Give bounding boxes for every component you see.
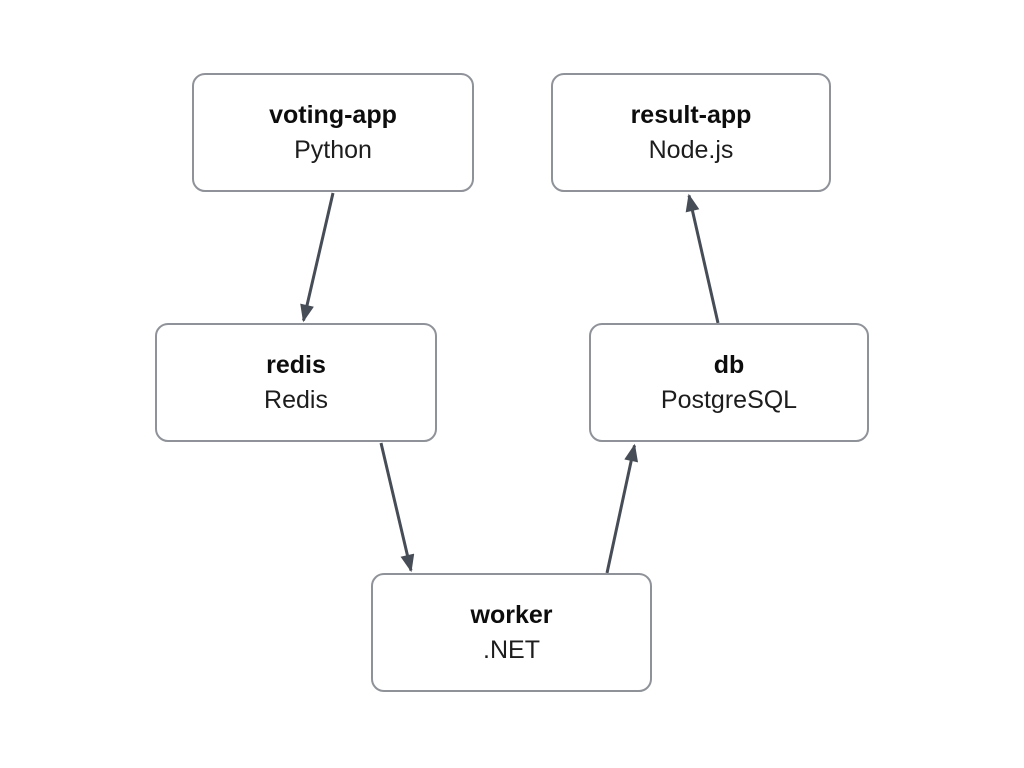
node-voting-app-subtitle: Python [294, 135, 372, 164]
node-worker: worker .NET [371, 573, 652, 692]
node-redis-title: redis [266, 350, 326, 379]
node-redis: redis Redis [155, 323, 437, 442]
edge-db-to-result-app [685, 193, 720, 324]
node-worker-subtitle: .NET [483, 635, 540, 664]
node-result-app-subtitle: Node.js [648, 135, 734, 164]
node-result-app-title: result-app [630, 100, 752, 129]
node-voting-app-title: voting-app [269, 100, 397, 129]
node-db-subtitle: PostgreSQL [660, 385, 798, 414]
node-worker-title: worker [470, 600, 553, 629]
edge-voting-app-to-redis [300, 192, 335, 323]
node-db-title: db [713, 350, 745, 379]
node-db: db PostgreSQL [589, 323, 869, 442]
node-result-app: result-app Node.js [551, 73, 831, 192]
node-voting-app: voting-app Python [192, 73, 474, 192]
edge-worker-to-db [605, 443, 639, 574]
node-redis-subtitle: Redis [264, 385, 328, 414]
edge-redis-to-worker [379, 442, 415, 573]
